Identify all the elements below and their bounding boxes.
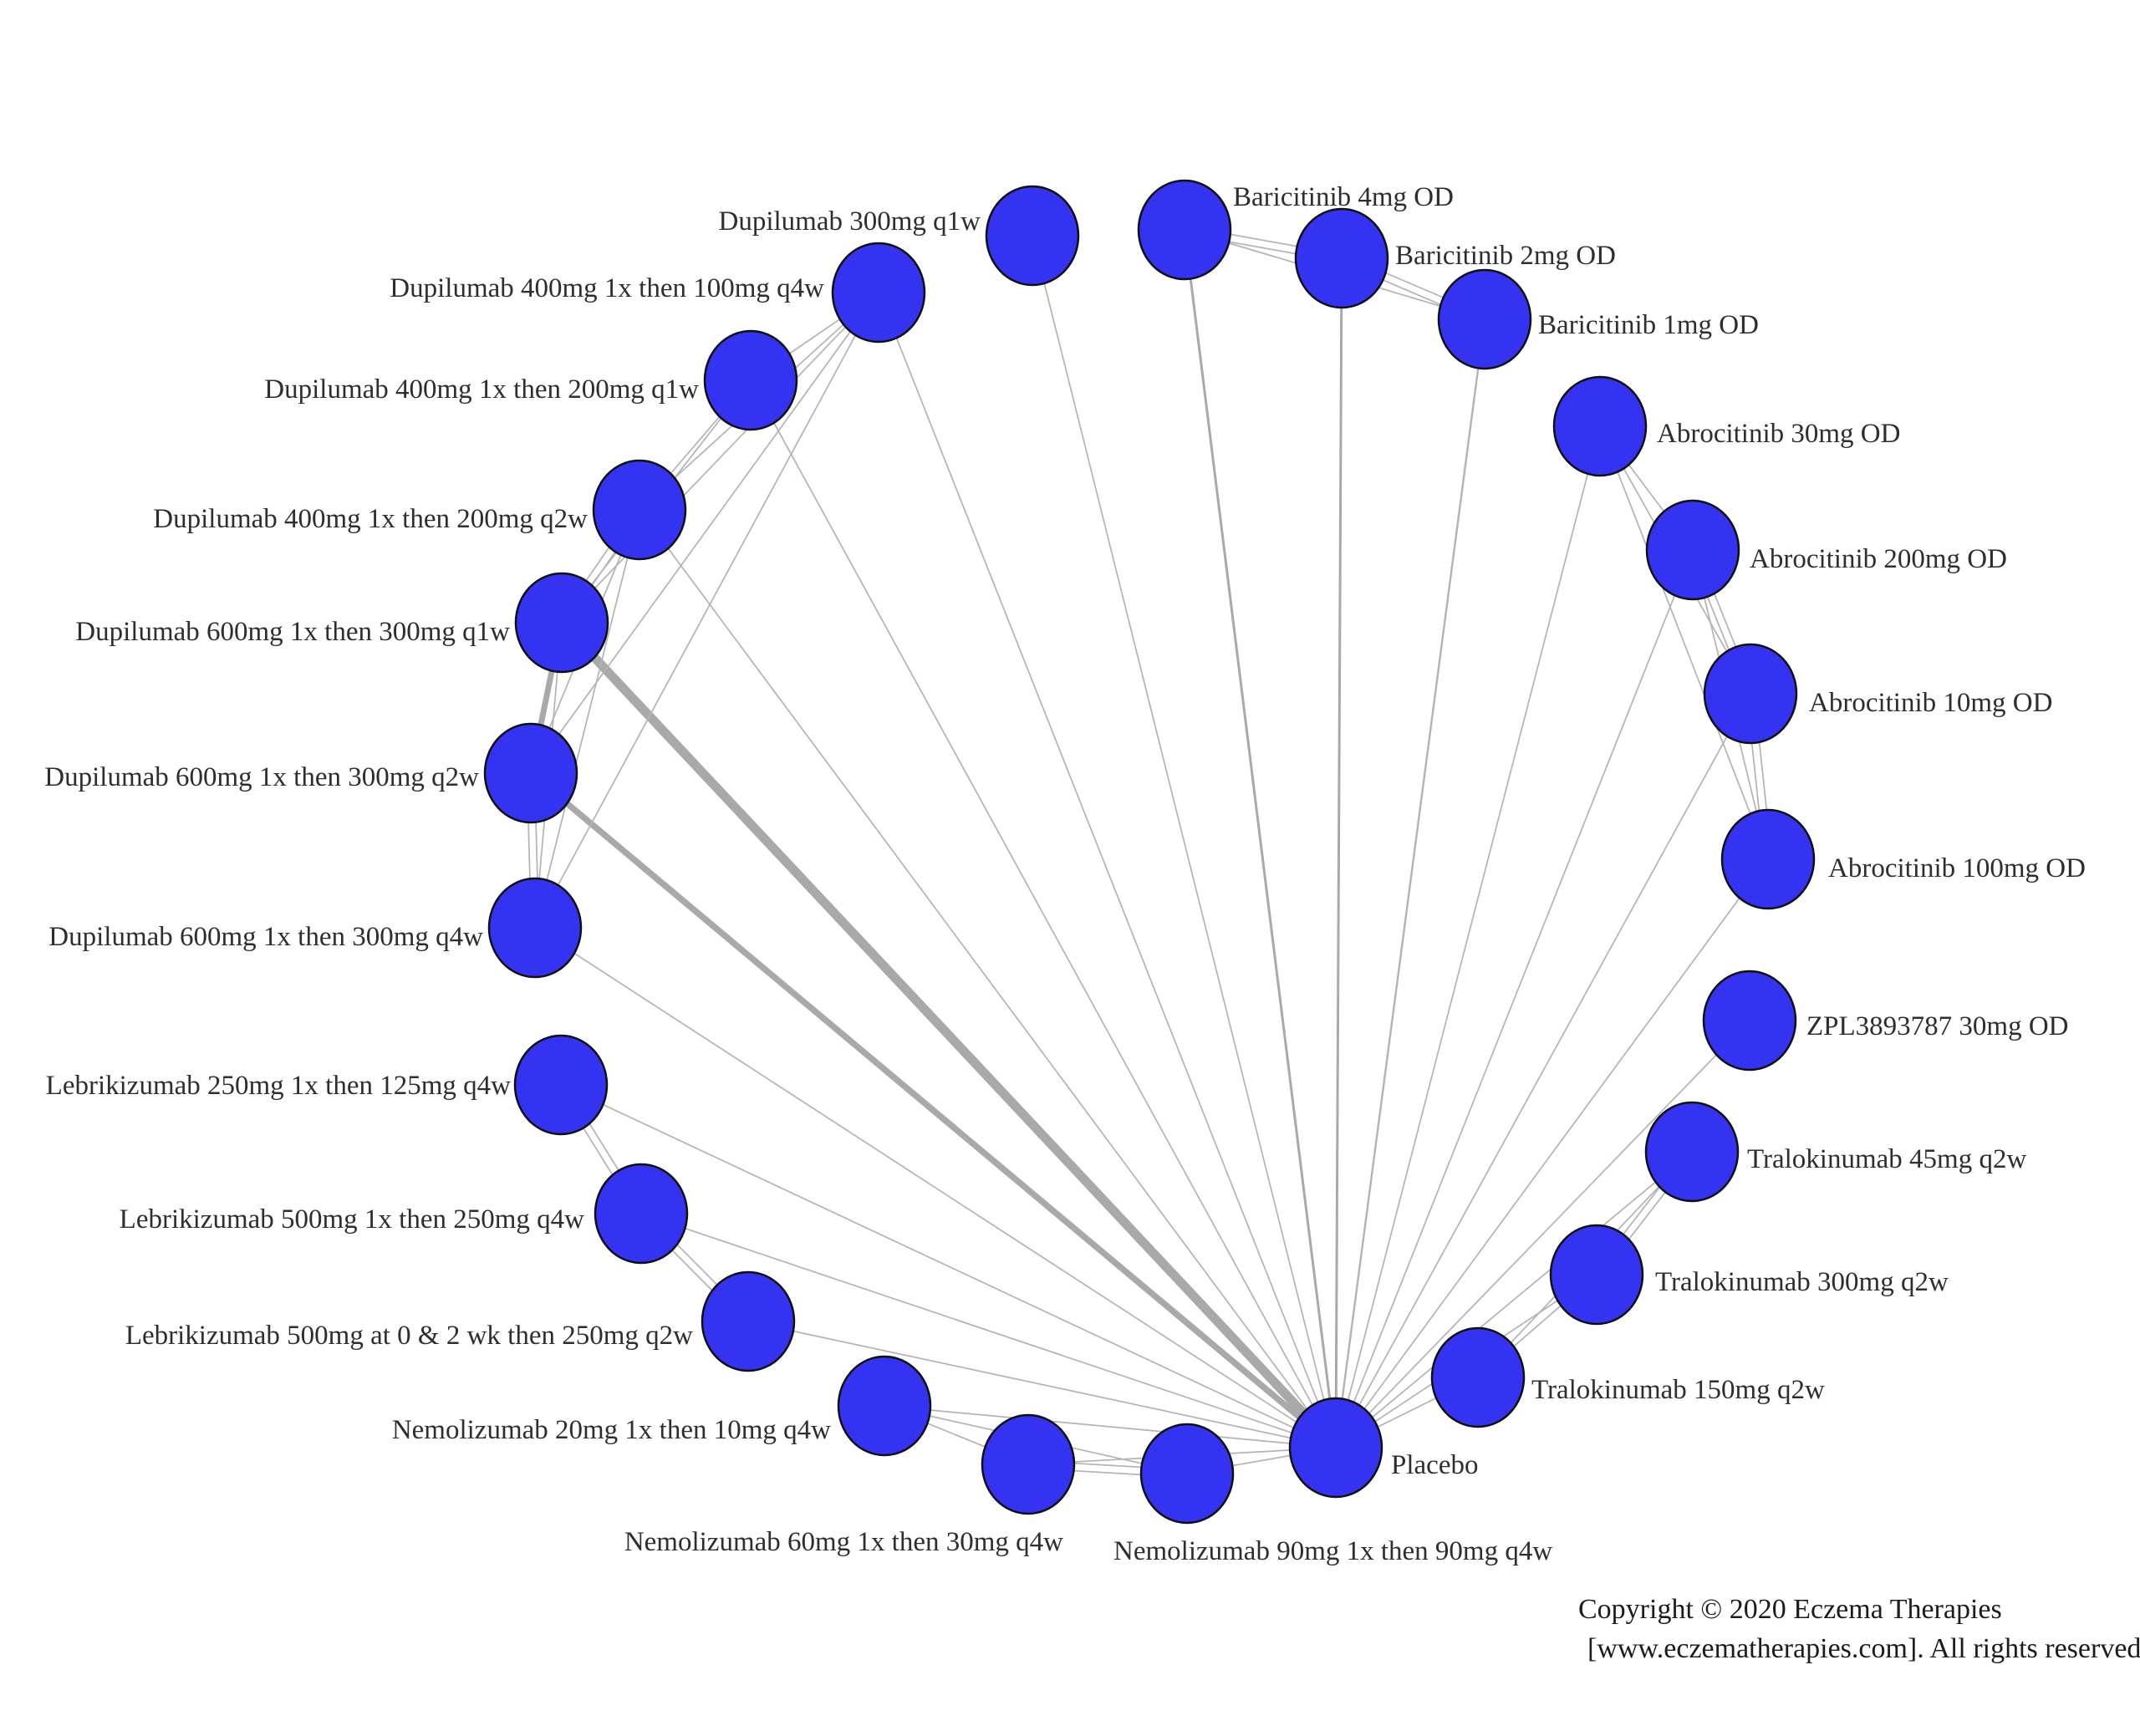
node-label-tralo150: Tralokinumab 150mg q2w <box>1531 1375 1825 1405</box>
node-abro10 <box>1703 643 1798 745</box>
node-label-lebri500x2: Lebrikizumab 500mg at 0 & 2 wk then 250m… <box>125 1321 693 1351</box>
edge-dup400_200q1w-placebo <box>750 379 1337 1448</box>
node-label-nemo90: Nemolizumab 90mg 1x then 90mg q4w <box>1113 1536 1552 1566</box>
node-lebri250 <box>513 1034 609 1136</box>
node-tralo300 <box>1549 1224 1644 1326</box>
node-label-lebri250: Lebrikizumab 250mg 1x then 125mg q4w <box>46 1071 511 1101</box>
node-bari2 <box>1294 207 1389 309</box>
node-dup400_200q2w <box>592 459 687 561</box>
edge-dup400_100q4w-dup600_300q1w <box>561 292 879 624</box>
node-label-dup400_100q4w: Dupilumab 400mg 1x then 100mg q4w <box>390 273 824 303</box>
edge-dup600_300q4w-placebo <box>534 927 1337 1448</box>
edge-bari1-placebo <box>1334 318 1486 1448</box>
edge-dup300w-placebo <box>1032 235 1337 1448</box>
edge-dup400_100q4w-placebo <box>878 292 1337 1448</box>
node-nemo60 <box>981 1413 1076 1515</box>
node-abro30 <box>1552 375 1648 477</box>
node-tralo45 <box>1644 1101 1740 1203</box>
node-label-nemo20: Nemolizumab 20mg 1x then 10mg q4w <box>392 1415 831 1445</box>
node-label-bari4: Baricitinib 4mg OD <box>1233 182 1454 212</box>
copyright-line-2: [www.eczematherapies.com]. All rights re… <box>1587 1633 2140 1664</box>
edge-bari4-placebo <box>1183 229 1338 1448</box>
node-label-placebo: Placebo <box>1391 1450 1478 1480</box>
node-dup400_200q1w <box>703 329 798 431</box>
node-label-bari1: Baricitinib 1mg OD <box>1538 310 1759 340</box>
edge-nemo20-placebo <box>884 1405 1337 1448</box>
node-label-dup600_300q1w: Dupilumab 600mg 1x then 300mg q1w <box>75 617 510 647</box>
node-label-abro10: Abrocitinib 10mg OD <box>1809 688 2052 718</box>
edge-dup600_300q2w-placebo <box>528 771 1338 1450</box>
node-label-nemo60: Nemolizumab 60mg 1x then 30mg q4w <box>624 1527 1063 1557</box>
node-dup400_100q4w <box>831 242 926 344</box>
node-tralo150 <box>1430 1326 1526 1428</box>
nodes-layer <box>483 179 1816 1525</box>
node-label-tralo300: Tralokinumab 300mg q2w <box>1655 1267 1949 1297</box>
edge-dup400_200q2w-dup600_300q4w <box>534 509 640 929</box>
edge-zpl-placebo <box>1335 1020 1750 1448</box>
node-lebri500x1 <box>594 1163 689 1265</box>
node-zpl <box>1702 970 1797 1072</box>
labels-layer: Dupilumab 300mg q1w Baricitinib 4mg OD Bar… <box>44 182 2086 1566</box>
edge-abro100-placebo <box>1335 858 1769 1448</box>
node-dup300w <box>985 185 1080 287</box>
node-bari4 <box>1137 179 1232 281</box>
edge-abro30-abro100 <box>1599 425 1769 860</box>
node-label-abro30: Abrocitinib 30mg OD <box>1657 419 1900 449</box>
node-label-abro100: Abrocitinib 100mg OD <box>1828 853 2086 883</box>
node-label-dup400_200q2w: Dupilumab 400mg 1x then 200mg q2w <box>153 504 588 534</box>
node-lebri500x2 <box>701 1270 796 1372</box>
edge-lebri500x1-placebo <box>640 1213 1337 1448</box>
node-label-zpl: ZPL3893787 30mg OD <box>1806 1011 2069 1041</box>
edge-bari2-placebo <box>1334 257 1343 1448</box>
node-label-abro200: Abrocitinib 200mg OD <box>1750 544 2007 574</box>
node-label-dup300w: Dupilumab 300mg q1w <box>719 206 981 237</box>
node-bari1 <box>1437 268 1532 370</box>
node-abro100 <box>1720 808 1816 910</box>
node-label-dup400_200q1w: Dupilumab 400mg 1x then 200mg q1w <box>264 374 699 405</box>
node-label-tralo45: Tralokinumab 45mg q2w <box>1747 1144 2026 1174</box>
edge-lebri500x2-placebo <box>747 1321 1337 1448</box>
edge-dup400_200q2w-placebo <box>639 509 1337 1448</box>
node-dup600_300q4w <box>487 877 583 979</box>
edge-tralo45-placebo <box>1335 1151 1693 1448</box>
node-placebo <box>1288 1397 1383 1499</box>
edge-abro30-placebo <box>1335 425 1601 1448</box>
node-nemo20 <box>837 1355 932 1457</box>
edges-layer <box>526 225 1773 1479</box>
node-label-dup600_300q4w: Dupilumab 600mg 1x then 300mg q4w <box>48 922 483 952</box>
edge-dup600_300q1w-placebo <box>558 619 1340 1451</box>
node-dup600_300q2w <box>483 722 578 824</box>
edge-abro200-placebo <box>1335 549 1694 1448</box>
node-label-bari2: Baricitinib 2mg OD <box>1395 241 1616 271</box>
edge-dup400_100q4w-dup600_300q2w <box>530 292 879 774</box>
edge-lebri250-placebo <box>560 1084 1337 1448</box>
copyright-line-1: Copyright © 2020 Eczema Therapies <box>1578 1594 2002 1625</box>
node-label-lebri500x1: Lebrikizumab 500mg 1x then 250mg q4w <box>120 1204 584 1235</box>
edge-dup400_100q4w-dup600_300q4w <box>534 292 879 929</box>
node-label-dup600_300q2w: Dupilumab 600mg 1x then 300mg q2w <box>44 762 479 792</box>
node-dup600_300q1w <box>514 572 609 674</box>
edge-abro10-placebo <box>1335 693 1751 1448</box>
node-nemo90 <box>1139 1423 1235 1525</box>
node-abro200 <box>1645 499 1740 601</box>
